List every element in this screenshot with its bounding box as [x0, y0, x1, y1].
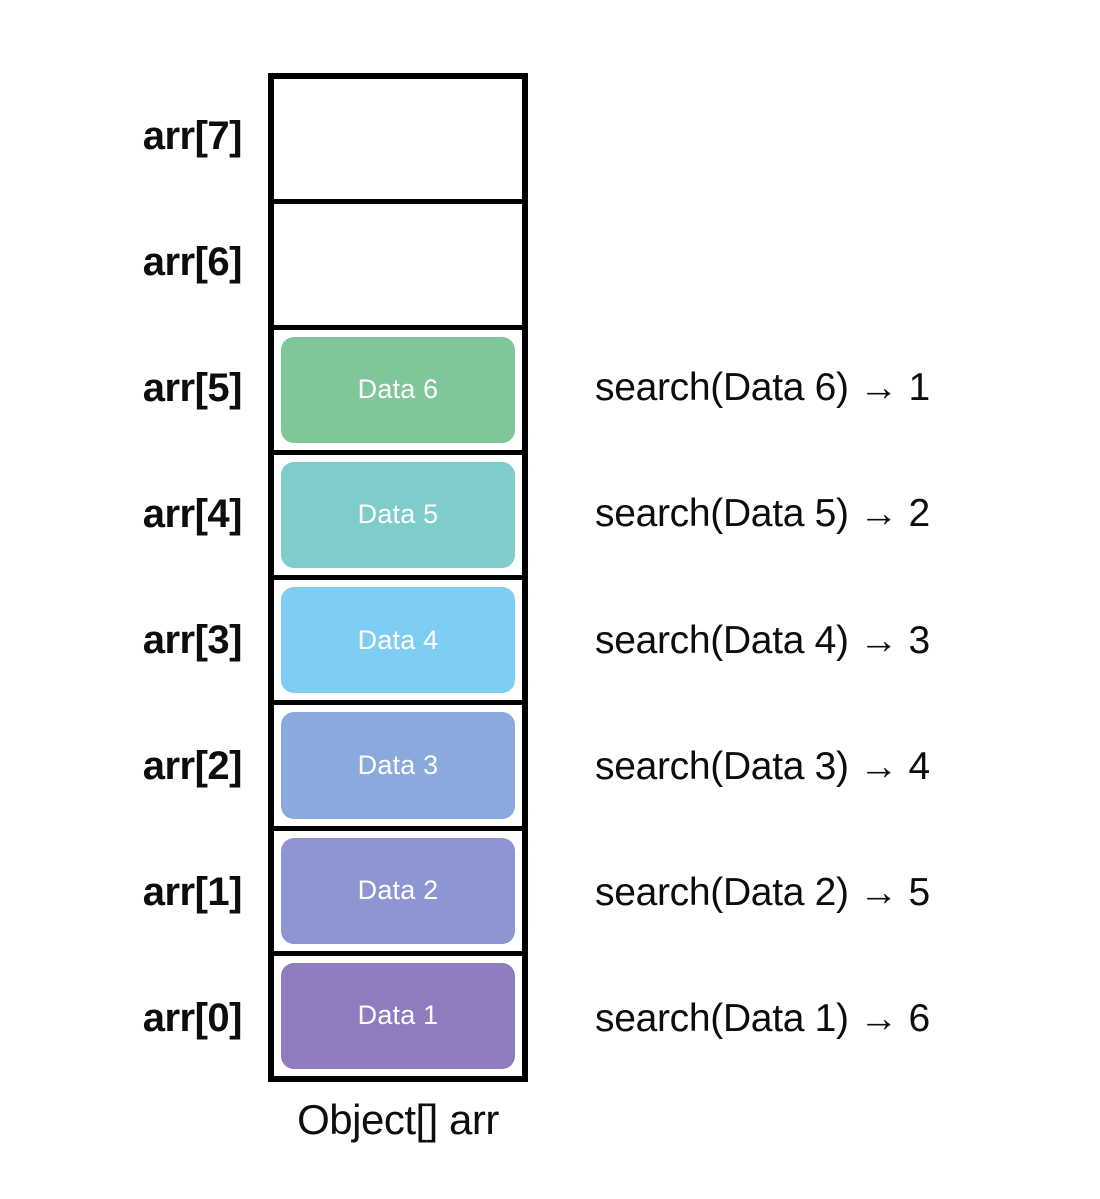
annotation-0: search(Data 1) → 6 [595, 996, 930, 1040]
index-label-6: arr[6] [142, 239, 243, 284]
annotation-3: search(Data 4) → 3 [595, 618, 930, 662]
index-label-3: arr[3] [142, 618, 243, 663]
index-label-column: arr[7] arr[6] arr[5] arr[4] arr[3] arr[2… [60, 73, 243, 1082]
array-container: Data 6 Data 5 Data 4 Data 3 Data 2 Data … [268, 73, 528, 1082]
data-chip-3: Data 4 [281, 587, 515, 694]
annotation-4: search(Data 5) → 2 [595, 492, 930, 536]
data-chip-5: Data 6 [281, 336, 515, 443]
array-cell-7 [274, 79, 522, 205]
array-cell-4: Data 5 [274, 455, 522, 580]
data-chip-1: Data 2 [281, 837, 515, 944]
array-cell-1: Data 2 [274, 831, 522, 956]
data-chip-0: Data 1 [281, 962, 515, 1069]
index-label-5: arr[5] [142, 365, 243, 410]
annotation-2: search(Data 3) → 4 [595, 744, 930, 788]
annotation-column: search(Data 6) → 1 search(Data 5) → 2 se… [595, 73, 1065, 1082]
array-cell-5: Data 6 [274, 330, 522, 455]
data-chip-2: Data 3 [281, 712, 515, 819]
array-cell-6 [274, 204, 522, 330]
index-label-0: arr[0] [142, 996, 243, 1041]
index-label-1: arr[1] [142, 870, 243, 915]
annotation-5: search(Data 6) → 1 [595, 366, 930, 410]
annotation-1: search(Data 2) → 5 [595, 870, 930, 914]
index-label-2: arr[2] [142, 744, 243, 789]
array-cell-0: Data 1 [274, 956, 522, 1076]
array-caption: Object[] arr [297, 1096, 499, 1143]
data-chip-4: Data 5 [281, 461, 515, 568]
index-label-7: arr[7] [142, 113, 243, 158]
array-cell-3: Data 4 [274, 580, 522, 706]
array-cell-2: Data 3 [274, 705, 522, 831]
index-label-4: arr[4] [142, 491, 243, 536]
